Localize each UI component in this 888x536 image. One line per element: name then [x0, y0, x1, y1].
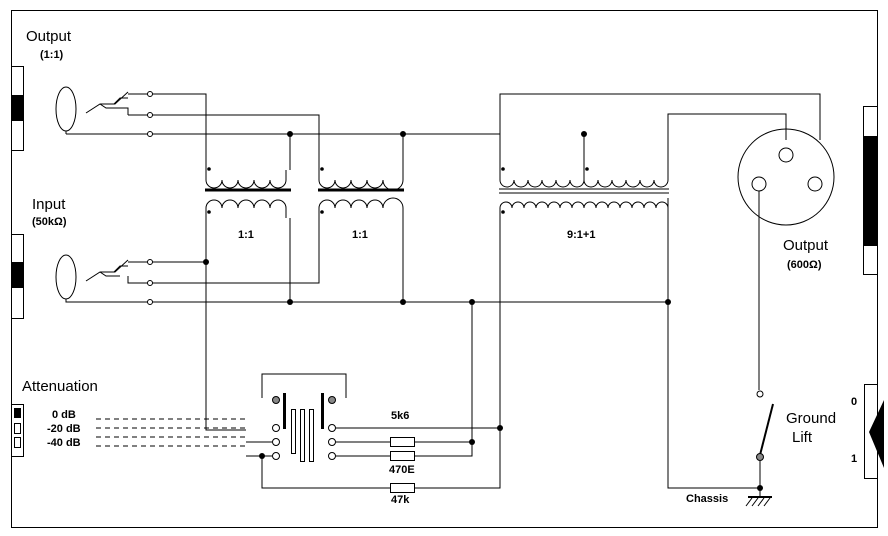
chassis-label: Chassis — [686, 493, 728, 505]
output-right-title: Output — [783, 237, 829, 254]
ground-lift-pos-0: 0 — [851, 396, 857, 408]
input-title: Input — [32, 196, 66, 213]
resistor-470e — [390, 437, 415, 447]
ground-lift-pos-1: 1 — [851, 453, 857, 465]
attenuation-title: Attenuation — [22, 378, 98, 395]
transformer-2 — [318, 134, 404, 218]
ground-lift-switch-panel — [864, 384, 884, 479]
output-left-title: Output — [26, 28, 72, 45]
output-left-ratio: (1:1) — [40, 49, 64, 61]
ground-lift-title: Ground — [786, 410, 836, 427]
junction-dots — [203, 131, 763, 491]
r2-label: 470E — [389, 464, 415, 476]
resistor-47k — [390, 483, 415, 493]
att-20db-label: -20 dB — [47, 423, 81, 435]
output-jack-panel — [11, 66, 24, 151]
r1-label: 5k6 — [391, 410, 409, 422]
input-impedance: (50kΩ) — [32, 216, 67, 228]
r3-label: 47k — [391, 494, 410, 506]
t2-ratio-label: 1:1 — [352, 229, 368, 241]
t1-ratio-label: 1:1 — [238, 229, 254, 241]
output-xlr-panel — [863, 106, 878, 275]
transformer-1 — [205, 134, 291, 218]
panel-frame — [11, 10, 878, 528]
resistor-5k6 — [390, 451, 415, 461]
output-right-impedance: (600Ω) — [787, 259, 822, 271]
t3-ratio-label: 9:1+1 — [567, 229, 595, 241]
input-jack-panel — [11, 234, 24, 319]
input-jack-symbol — [55, 254, 129, 300]
output-jack-symbol — [55, 86, 129, 134]
att-40db-label: -40 dB — [47, 437, 81, 449]
xlr-output-connector — [737, 128, 835, 226]
ground-lift-subtitle: Lift — [792, 429, 813, 446]
attenuation-switch-panel — [11, 404, 24, 457]
transformer-3 — [499, 167, 669, 218]
att-0db-label: 0 dB — [52, 409, 76, 421]
attenuation-switch-symbol — [246, 373, 390, 489]
